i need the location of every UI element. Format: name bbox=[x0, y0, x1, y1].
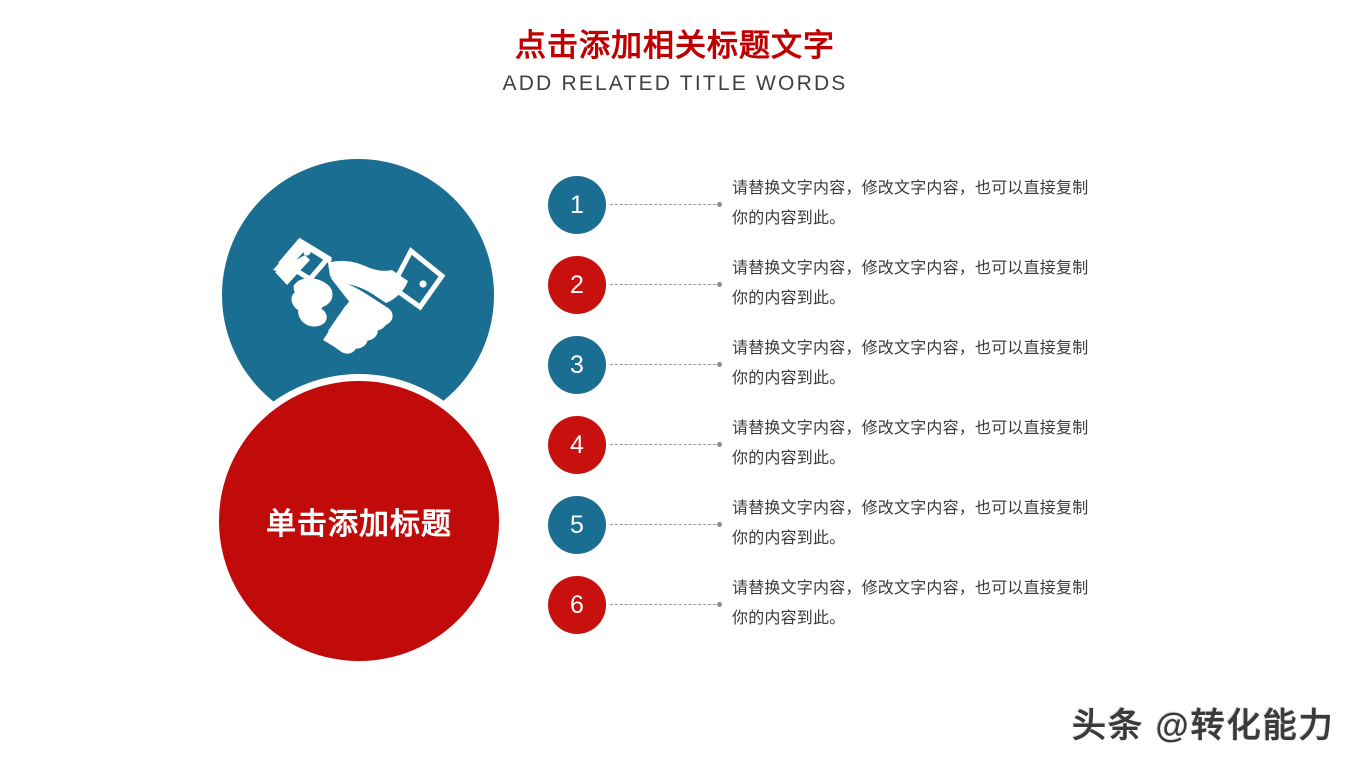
connector-endpoint-dot bbox=[717, 362, 722, 367]
list-item-number-badge[interactable]: 2 bbox=[548, 256, 606, 314]
list-item: 3 请替换文字内容，修改文字内容，也可以直接复制你的内容到此。 bbox=[548, 336, 1108, 416]
connector-dash bbox=[610, 604, 716, 605]
list-item-number-badge[interactable]: 3 bbox=[548, 336, 606, 394]
list-item: 2 请替换文字内容，修改文字内容，也可以直接复制你的内容到此。 bbox=[548, 256, 1108, 336]
list-item-text: 请替换文字内容，修改文字内容，也可以直接复制你的内容到此。 bbox=[732, 420, 1089, 467]
connector-dash bbox=[610, 524, 716, 525]
list-item: 1 请替换文字内容，修改文字内容，也可以直接复制你的内容到此。 bbox=[548, 176, 1108, 256]
list-item: 4 请替换文字内容，修改文字内容，也可以直接复制你的内容到此。 bbox=[548, 416, 1108, 496]
connector-line bbox=[610, 522, 722, 527]
connector-endpoint-dot bbox=[717, 442, 722, 447]
list-item-text: 请替换文字内容，修改文字内容，也可以直接复制你的内容到此。 bbox=[732, 500, 1089, 547]
connector-line bbox=[610, 202, 722, 207]
list-item-number-badge[interactable]: 5 bbox=[548, 496, 606, 554]
list-item-text: 请替换文字内容，修改文字内容，也可以直接复制你的内容到此。 bbox=[732, 340, 1089, 387]
list-item: 5 请替换文字内容，修改文字内容，也可以直接复制你的内容到此。 bbox=[548, 496, 1108, 576]
list-item: 6 请替换文字内容，修改文字内容，也可以直接复制你的内容到此。 bbox=[548, 576, 1108, 656]
connector-dash bbox=[610, 444, 716, 445]
connector-line bbox=[610, 602, 722, 607]
connector-dash bbox=[610, 284, 716, 285]
title-circle-label: 单击添加标题 bbox=[266, 508, 452, 541]
handshake-icon bbox=[270, 229, 446, 361]
connector-line bbox=[610, 442, 722, 447]
list-item-text: 请替换文字内容，修改文字内容，也可以直接复制你的内容到此。 bbox=[732, 180, 1089, 227]
icon-circle bbox=[222, 159, 494, 431]
title-circle[interactable]: 单击添加标题 bbox=[219, 381, 499, 661]
numbered-list: 1 请替换文字内容，修改文字内容，也可以直接复制你的内容到此。 2 请替换文字内… bbox=[548, 176, 1108, 656]
connector-line bbox=[610, 362, 722, 367]
page-title: 点击添加相关标题文字 bbox=[515, 28, 835, 63]
connector-endpoint-dot bbox=[717, 282, 722, 287]
connector-endpoint-dot bbox=[717, 202, 722, 207]
list-item-number-badge[interactable]: 1 bbox=[548, 176, 606, 234]
list-item-number-badge[interactable]: 4 bbox=[548, 416, 606, 474]
connector-line bbox=[610, 282, 722, 287]
connector-dash bbox=[610, 364, 716, 365]
watermark: 头条 @转化能力 bbox=[1072, 707, 1335, 745]
connector-endpoint-dot bbox=[717, 602, 722, 607]
list-item-number-badge[interactable]: 6 bbox=[548, 576, 606, 634]
list-item-text: 请替换文字内容，修改文字内容，也可以直接复制你的内容到此。 bbox=[732, 260, 1089, 307]
slide-header: 点击添加相关标题文字 ADD RELATED TITLE WORDS bbox=[0, 26, 1350, 97]
left-graphic: 单击添加标题 bbox=[219, 159, 503, 661]
page-subtitle: ADD RELATED TITLE WORDS bbox=[502, 72, 848, 95]
connector-dash bbox=[610, 204, 716, 205]
connector-endpoint-dot bbox=[717, 522, 722, 527]
list-item-text: 请替换文字内容，修改文字内容，也可以直接复制你的内容到此。 bbox=[732, 580, 1089, 627]
